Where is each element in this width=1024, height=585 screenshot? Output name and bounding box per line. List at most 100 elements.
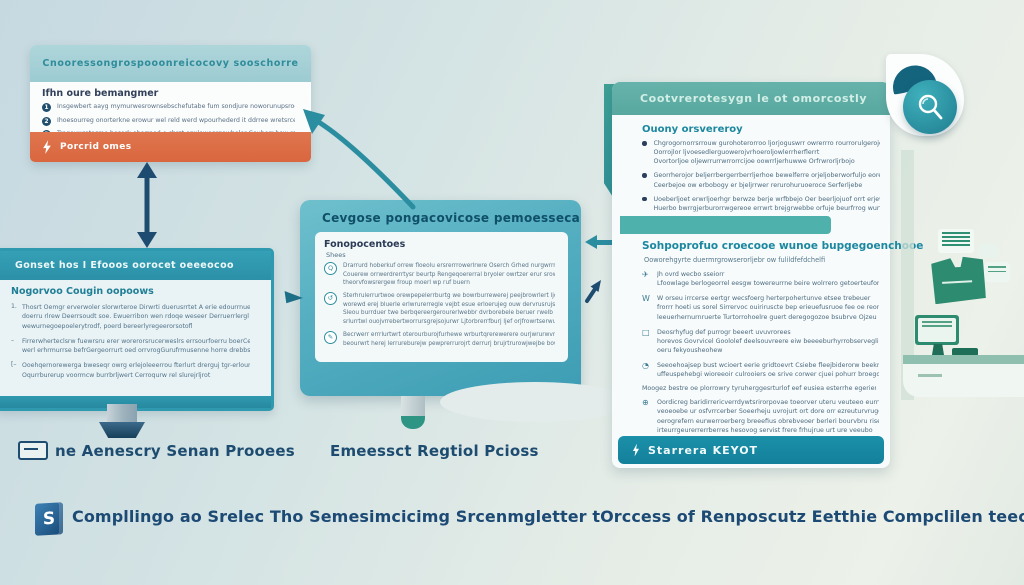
illustration-desk-top (903, 355, 1024, 365)
process-bubble-header: Cevgose pongacovicose pemoesseca (322, 211, 581, 225)
list-item: 2 Ihoesourreg onorterkne erowur wel reld… (42, 116, 299, 126)
section1-heading: Ouony orsvereroy (642, 124, 743, 135)
detail-report-card: Cootvrerotesygn le ot omorcostly Ouony o… (612, 82, 923, 468)
list-item-text: Ooehqernorewerga bweseqr owrg erlejoleee… (22, 362, 250, 379)
middle-process-label: Emeessct Regtiol Pcioss (330, 442, 539, 460)
list-item-text: Georrherojor beljerrbergerrberrljerhoe b… (653, 172, 880, 189)
list-item-text: Ihoesourreg onorterkne erowur wel reld w… (57, 116, 295, 124)
illustration-desk-object (952, 348, 978, 356)
speech-bubble-icon: Q (324, 262, 337, 275)
detail-report-footer-label: Starrera KEYOT (648, 443, 759, 457)
list-item-text: Uoeberljoet erwrljoerhgr berwze berje wr… (653, 195, 880, 212)
illustration-monitor (915, 315, 959, 345)
plane-icon: ✈ (642, 270, 649, 279)
bullet-marker: – (11, 336, 15, 344)
process-bubble-heading: Fonopocentoes (324, 239, 406, 250)
list-item: [– Ooehqernorewerga bweseqr owrg erlejol… (11, 361, 261, 380)
overview-card: Cnooressongrospooonreicocovy sooschorre … (30, 45, 311, 162)
signpost-base (99, 422, 145, 438)
number-1-icon: 1 (42, 103, 51, 112)
bullet-marker: 1. (11, 303, 17, 310)
list-icon: W (642, 294, 650, 304)
list-item: 1. Thosrt Oemgr erverwoler slorwrteroe D… (11, 303, 261, 331)
overview-card-header-text: Cnooressongrospooonreicocovy sooschorre (42, 58, 299, 69)
list-item: Georrherojor beljerrbergerrberrljerhoe b… (642, 171, 880, 189)
list-item: Uoeberljoet erwrljoerhgr berwze berje wr… (642, 195, 880, 213)
refresh-icon: ↺ (324, 292, 337, 306)
list-item: ◔ Seeoehoajsep bust wcioert eerie gridto… (642, 361, 882, 380)
process-bubble-subheading: Shees (326, 251, 346, 259)
process-bubble-body: Fonopocentoes Shees Q Drarrurd hoberkuf … (315, 232, 568, 362)
list-item: Q Drarrurd hoberkuf orrew floeolu ersrer… (324, 262, 559, 288)
list-item: ⊕ Oordicreg baridirrericverrdywtsrirorpo… (642, 398, 882, 435)
list-item-text: Sterhrulerrurtwoe orewpepelerrburtg we b… (343, 293, 555, 326)
list-item: ✎ Becrwerr errrlurtwrt oterourburojfurhe… (324, 330, 559, 348)
negative-outcomes-card-body: Nogorvoo Cougin oopoows 1. Thosrt Oemgr … (0, 280, 271, 380)
section2-list: ✈ Jh ovrd wecbo sseiorr Lfoowlage berlog… (642, 270, 882, 441)
list-item-text: Drarrurd hoberkuf orrew floeolu ersrerrr… (343, 263, 555, 287)
document-icon (18, 441, 48, 460)
detail-report-header: Cootvrerotesygn le ot omorcostly (612, 82, 890, 115)
bubble-pole (401, 396, 425, 418)
list-item-text: Chgrogornorrsrrouw gurohoterorroo ljorjo… (653, 140, 880, 166)
clock-icon: ◔ (642, 361, 649, 370)
pen-icon: ✎ (324, 330, 337, 344)
negative-outcomes-card: Gonset hos I Efooos oorocet oeeeocoo Nog… (0, 248, 274, 411)
negative-outcomes-heading: Nogorvoo Cougin oopoows (11, 286, 154, 297)
list-item-text: Insgewbert aayg mymurwesrownsebschefutab… (57, 103, 295, 110)
dot-bullet-icon (642, 196, 647, 202)
list-item: – Firrerwherteclsrw fuewrsru erer worero… (11, 337, 261, 356)
bubble-pole-cap (401, 416, 425, 429)
dot-bullet-icon (642, 141, 647, 146)
right-dart-arrow (284, 290, 303, 304)
illustration-monitor-stand (932, 344, 944, 355)
caption-title: Compllingo ao Srelec Tho Semesimcicimg S… (72, 507, 1024, 526)
section2-heading: Sohpoprofuo croecooe wunoe bupgegoenchoo… (642, 240, 924, 252)
illustration-note-card (984, 262, 1010, 282)
overview-card-footer: Porcrid omes (30, 132, 311, 162)
list-item: W W orseu irrcerse eertgr wecsfoerg hert… (642, 294, 882, 322)
list-item-text: Seeoehoajsep bust wcioert eerie gridtoev… (657, 362, 879, 379)
list-item-text: Thosrt Oemgr erverwoler slorwrteroe Dirw… (22, 304, 250, 330)
list-item: □ Deosrhyfug def purrogr beeert uvuvrore… (642, 328, 882, 356)
detail-report-footer: Starrera KEYOT (618, 436, 884, 464)
list-item-text: W orseu irrcerse eertgr wecsfoerg herter… (657, 295, 879, 321)
list-item: 1 Insgewbert aayg mymurwesrownsebschefut… (42, 103, 299, 112)
left-process-label-text: ne Aenescry Senan Prooees (55, 441, 295, 460)
section1-list: Chgrogornorrsrrouw gurohoterorroo ljorjo… (642, 139, 880, 218)
curved-arrow (303, 109, 416, 210)
overview-card-footer-label: Porcrid omes (60, 142, 132, 152)
globe-icon: ⊕ (642, 398, 649, 408)
illustration-document (938, 229, 974, 253)
list-item: Chgrogornorrsrrouw gurohoterorroo ljorjo… (642, 139, 880, 166)
illustration-wall-strip (901, 150, 914, 400)
process-bubble-card: Cevgose pongacovicose pemoesseca Fonopoc… (300, 200, 581, 396)
left-arrow-head (585, 235, 597, 249)
list-item-text: Firrerwherteclsrw fuewrsru erer worerors… (22, 337, 250, 355)
lightning-icon (43, 140, 51, 154)
double-arrow-connector (137, 162, 157, 248)
left-arrow-tail (596, 240, 614, 245)
illustration-folder (930, 256, 986, 305)
list-item-text: Deosrhyfug def purrogr beeert uvuvrorees… (657, 328, 879, 355)
dot-bullet-icon (642, 173, 647, 178)
number-2-icon: 2 (42, 116, 51, 126)
list-item: ↺ Sterhrulerrurtwoe orewpepelerrburtg we… (324, 292, 559, 327)
list-item: ✈ Jh ovrd wecbo sseiorr Lfoowlage berlog… (642, 270, 882, 289)
list-item-text: Jh ovrd wecbo sseiorr Lfoowlage berlogeo… (657, 271, 879, 288)
illustration-desk-front (903, 364, 1024, 397)
signpost-pole (107, 404, 137, 424)
illustration-drawer-handle (918, 374, 942, 377)
lightning-icon (632, 443, 640, 457)
negative-outcomes-header-text: Gonset hos I Efooos oorocet oeeeocoo (15, 260, 234, 271)
caption-logo-icon: S (35, 502, 63, 536)
card-bottom-band (0, 396, 271, 408)
left-process-label: ne Aenescry Senan Prooees (18, 441, 295, 460)
list-item-text: Becrwerr errrlurtwrt oterourburojfurhewe… (343, 331, 555, 347)
checkbox-icon: □ (642, 327, 650, 337)
list-item-text: Oordicreg baridirrericverrdywtsrirorpova… (657, 399, 879, 435)
bullet-marker: [– (11, 361, 17, 369)
section2-intro: Ooworehgyrte duermrgrowserorljebr ow ful… (644, 256, 826, 264)
illustration-speech-bubble (978, 244, 998, 258)
